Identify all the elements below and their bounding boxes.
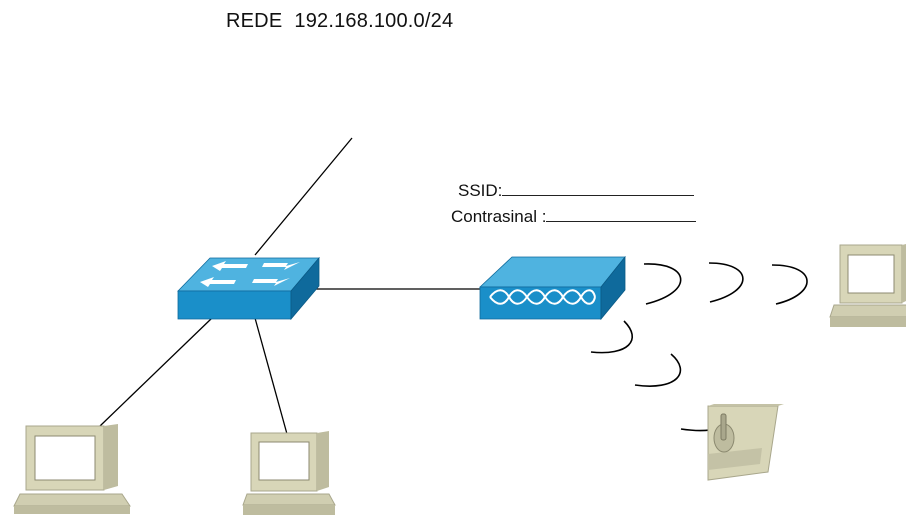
- wireless-laptop-icon: [829, 244, 906, 327]
- signal-arc: [771, 264, 808, 305]
- switch-icon: [177, 256, 320, 321]
- password-blank-line: [546, 207, 697, 222]
- cables: [99, 137, 482, 435]
- signal-arc: [590, 320, 634, 354]
- password-label: Contrasinal :: [451, 207, 547, 226]
- switch-pc-middle-cable: [254, 317, 288, 435]
- signal-arc: [708, 262, 744, 303]
- password-field: Contrasinal :: [451, 207, 697, 227]
- computer-icon: [242, 431, 336, 515]
- network-address: 192.168.100.0/24: [294, 10, 454, 32]
- ssid-field: SSID:: [458, 181, 695, 201]
- uplink-cable: [254, 137, 353, 256]
- ssid-blank-line: [502, 181, 695, 196]
- switch-pc-left-cable: [99, 317, 213, 427]
- computer-icon: [13, 424, 131, 514]
- network-title: REDE 192.168.100.0/24: [226, 10, 453, 33]
- signal-arc: [643, 263, 682, 305]
- wireless-tablet-icon: [707, 404, 784, 481]
- signal-arc: [634, 353, 682, 387]
- network-label: REDE: [226, 10, 283, 32]
- wireless-access-point-icon: [478, 255, 626, 321]
- ssid-label: SSID:: [458, 181, 503, 200]
